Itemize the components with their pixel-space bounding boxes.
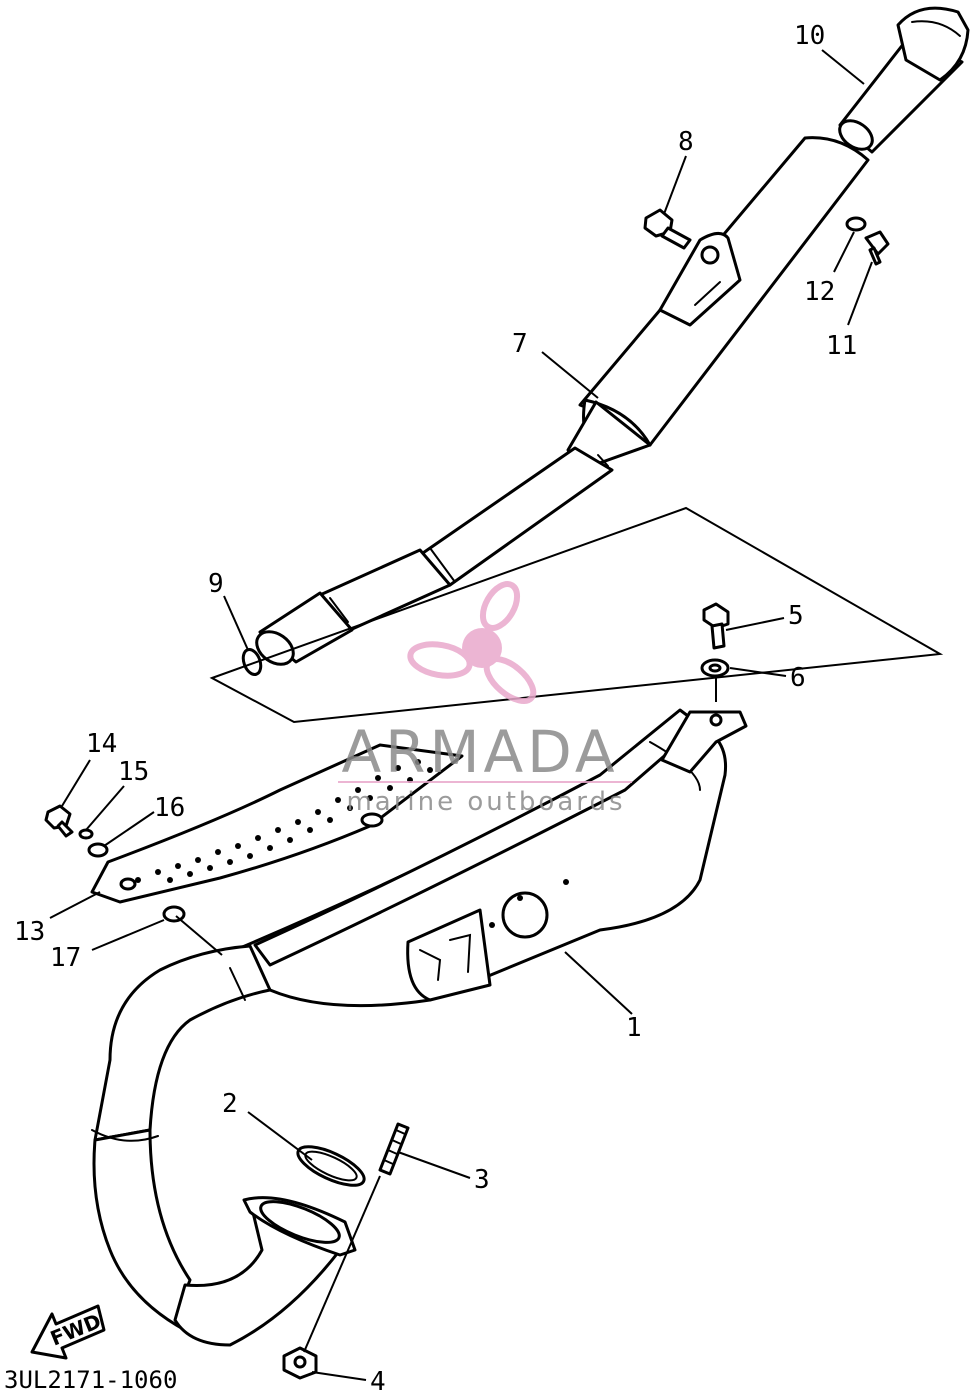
callout-9: 9	[208, 569, 224, 599]
part-2-gasket	[296, 1145, 366, 1187]
watermark-tagline: marine outboards	[346, 787, 625, 817]
propeller-icon	[407, 581, 537, 704]
watermark: ARMADA marine outboards	[338, 581, 632, 817]
drawing-code: 3UL2171-1060	[4, 1366, 177, 1393]
callout-17: 17	[50, 943, 81, 973]
part-8-bolt	[643, 208, 692, 250]
callout-13: 13	[14, 917, 45, 947]
callout-12: 12	[804, 277, 835, 307]
part-11-screw	[864, 230, 890, 266]
part-5-bolt	[702, 602, 730, 650]
callout-15: 15	[118, 757, 149, 787]
part-12-washer	[845, 216, 867, 232]
callout-10: 10	[794, 21, 825, 51]
callout-1: 1	[626, 1013, 642, 1043]
leader-lines	[49, 49, 873, 1381]
callout-4: 4	[370, 1367, 386, 1393]
callout-11: 11	[826, 331, 857, 361]
part-3-stud-bolt	[378, 1122, 410, 1176]
part-4-nut	[282, 1346, 318, 1380]
callout-14: 14	[86, 729, 117, 759]
part-1-expansion-chamber	[91, 708, 748, 1347]
part-6-washer	[700, 658, 730, 678]
part-13-heat-shield	[90, 743, 464, 904]
callout-16: 16	[154, 793, 185, 823]
callout-6: 6	[790, 663, 806, 693]
callout-2: 2	[222, 1089, 238, 1119]
callout-3: 3	[474, 1165, 490, 1195]
part-7-silencer	[255, 136, 870, 666]
callout-5: 5	[788, 601, 804, 631]
part-10-tail-pipe	[838, 6, 970, 154]
part-17-washer	[162, 905, 186, 923]
part-15-washer	[78, 828, 94, 840]
callout-7: 7	[512, 329, 528, 359]
watermark-brand: ARMADA	[341, 718, 618, 786]
fwd-arrow: FWD	[30, 1304, 106, 1360]
assembly-boundary	[209, 506, 944, 724]
part-14-screw	[44, 804, 74, 838]
callout-labels: 1 2 3 4 5 6 7 8 9 10 11 12 13 14 15 16 1…	[14, 21, 857, 1393]
part-16-washer	[87, 842, 109, 858]
callout-8: 8	[678, 127, 694, 157]
